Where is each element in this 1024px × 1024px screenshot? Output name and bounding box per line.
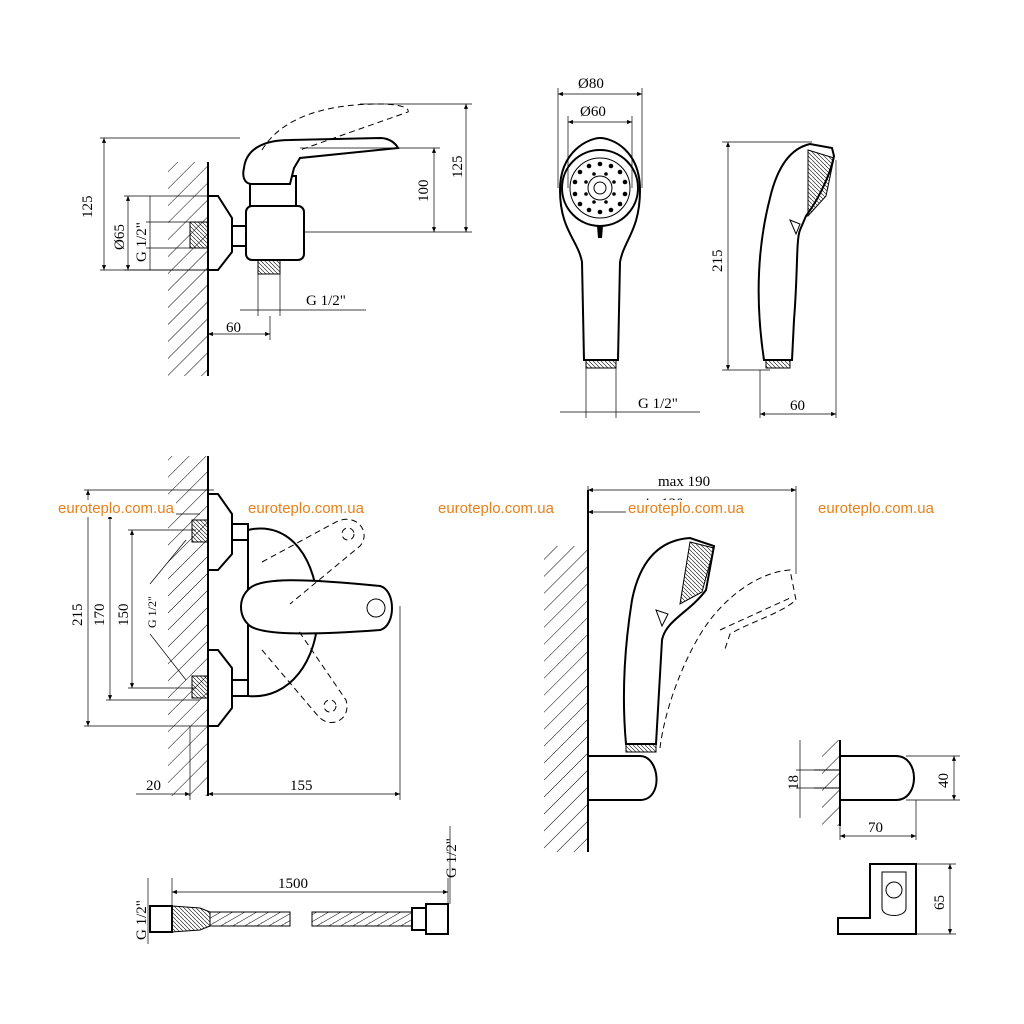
shower-handle-front <box>558 136 642 361</box>
dim-mixer-lever-height: 125 <box>450 156 466 179</box>
wall-holder-side <box>587 755 658 801</box>
dim-shower-length: 215 <box>710 250 726 273</box>
wall-flange <box>207 195 233 271</box>
holder-bracket-front <box>837 863 917 935</box>
dim-shower-outer-diameter: Ø80 <box>578 76 604 92</box>
dim-shower-inner-diameter: Ø60 <box>580 104 606 120</box>
dim-hose-thread-right: G 1/2" <box>444 838 460 878</box>
holder-side-body <box>839 755 915 801</box>
dim-mixer-diameter: Ø65 <box>112 224 128 250</box>
wall-mounted-shower-view: max 190 min 120 <box>544 474 797 852</box>
dim-shower-depth: 60 <box>790 398 805 414</box>
dim-mixer-total-height: 125 <box>80 196 96 219</box>
dim-mixer-body-height: 100 <box>416 180 432 203</box>
dim-front-height-150: 150 <box>116 604 132 627</box>
hose-left-section <box>209 911 291 927</box>
outlet-thread <box>257 259 281 275</box>
dim-mounted-max: max 190 <box>658 474 710 490</box>
dim-front-wall: 20 <box>146 778 161 794</box>
mixer-body <box>245 205 305 261</box>
dim-holder-bracket: 65 <box>932 895 948 910</box>
watermark-3: euroteplo.com.ua <box>436 500 556 517</box>
hose-right-section <box>311 911 413 927</box>
dim-front-depth: 155 <box>290 778 313 794</box>
dim-front-total-height: 215 <box>70 604 86 627</box>
inlet-thread <box>189 221 209 249</box>
watermark-2: euroteplo.com.ua <box>246 500 366 517</box>
spray-nozzles <box>572 161 628 215</box>
watermark-5: euroteplo.com.ua <box>816 500 936 517</box>
dim-hose-length: 1500 <box>278 876 308 892</box>
dim-holder-offset: 18 <box>786 775 802 790</box>
dim-shower-thread: G 1/2" <box>638 396 678 412</box>
hand-shower-side-view: 215 60 <box>710 141 837 418</box>
wall-hatch <box>168 162 208 376</box>
hand-shower-front-view: G 1/2" Ø80 Ø60 <box>557 76 700 418</box>
mixer-front-view: 215 170 150 G 1/2" 20 155 <box>70 456 401 800</box>
dim-mixer-outlet-offset: 60 <box>226 320 241 336</box>
watermark-1: euroteplo.com.ua <box>56 500 176 517</box>
dim-mixer-outlet-thread: G 1/2" <box>306 293 346 309</box>
dim-mixer-inlet-thread: G 1/2" <box>134 222 150 262</box>
dim-holder-length: 70 <box>868 820 883 836</box>
dim-front-height-170: 170 <box>92 604 108 627</box>
dim-front-thread: G 1/2" <box>145 596 159 628</box>
mixer-front-lever <box>240 579 393 635</box>
dim-hose-thread-left: G 1/2" <box>134 900 150 940</box>
dim-holder-height: 40 <box>936 773 952 788</box>
holder-detail: 18 40 70 65 <box>786 740 960 935</box>
mixer-side-view: 125 Ø65 G 1/2" 100 125 60 G 1/2" <box>80 103 472 376</box>
watermark-4: euroteplo.com.ua <box>626 500 746 517</box>
shower-hose: 1500 G 1/2" G 1/2" <box>134 826 460 944</box>
shower-spray-face <box>569 157 631 219</box>
mixer-lever <box>242 136 400 185</box>
